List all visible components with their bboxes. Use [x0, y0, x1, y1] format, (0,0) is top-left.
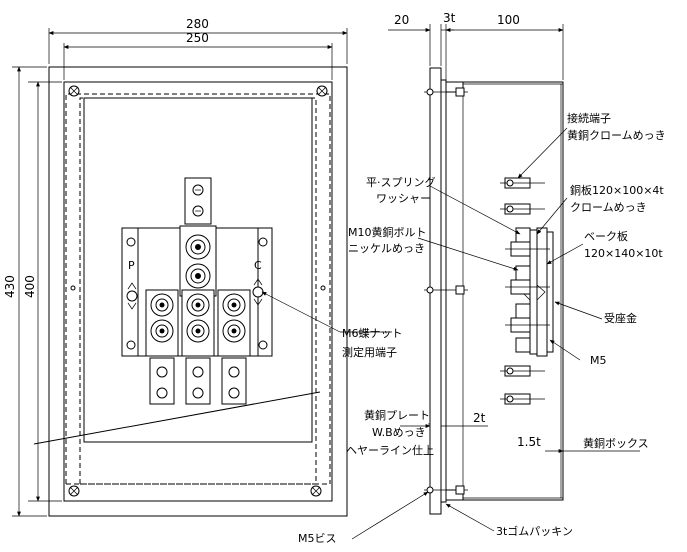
front-plate-inner-border: [63, 81, 333, 502]
dim-width-inner: 250: [186, 31, 209, 45]
svg-text:ヘヤーライン仕上: ヘヤーライン仕上: [346, 444, 434, 457]
svg-text:M5: M5: [590, 354, 607, 367]
corner-screw-top-left: [68, 85, 80, 97]
receiver-callout: 受座金: [554, 301, 637, 325]
dim-thickness-plate: 2t: [473, 411, 486, 425]
copper-plate-callout: 銅板120×100×4t クロームめっき: [536, 183, 664, 235]
side-view: [424, 67, 564, 515]
rubber-packing-callout: 3tゴムパッキン: [445, 503, 573, 538]
front-plate-outer: [48, 66, 348, 517]
svg-text:黄銅プレート: 黄銅プレート: [364, 408, 430, 422]
m6-nut-callout: M6蝶ナット 測定用端子: [261, 291, 403, 359]
svg-text:クロームめっき: クロームめっき: [570, 201, 647, 214]
svg-text:3tゴムパッキン: 3tゴムパッキン: [496, 524, 573, 538]
side-hole-left: [70, 285, 76, 291]
svg-text:M10黄銅ボルト: M10黄銅ボルト: [348, 225, 427, 239]
side-hole-right: [320, 285, 326, 291]
svg-text:ベーク板: ベーク板: [584, 229, 628, 243]
dim-width-outer: 280: [186, 17, 209, 31]
corner-screw-bottom-left: [68, 485, 80, 497]
side-screw-middle: [424, 285, 468, 295]
dim-side-left: 20: [394, 13, 409, 27]
svg-text:黄銅ボックス: 黄銅ボックス: [583, 436, 649, 450]
svg-text:銅板120×100×4t: 銅板120×100×4t: [570, 183, 664, 197]
dim-side-gap: 3t: [443, 11, 456, 25]
dim-height-outer: 430: [3, 275, 17, 298]
dim-height-inner: 400: [23, 275, 37, 298]
washer-callout: 平·スプリング ワッシャー: [366, 175, 521, 235]
front-view: P C: [33, 66, 348, 517]
brass-box-callout: 1.5t 黄銅ボックス: [517, 435, 649, 453]
svg-text:接続端子: 接続端子: [567, 111, 611, 125]
bake-plate-callout: ベーク板 120×140×10t: [546, 229, 663, 265]
svg-text:測定用端子: 測定用端子: [342, 345, 397, 359]
svg-text:受座金: 受座金: [604, 311, 637, 325]
svg-text:ニッケルめっき: ニッケルめっき: [348, 242, 425, 255]
c-terminal-label: C: [254, 259, 262, 272]
svg-text:W.Bめっき: W.Bめっき: [372, 426, 426, 439]
front-box-dashed-outline: [65, 93, 331, 484]
side-bake-plate: [536, 227, 548, 357]
dim-thickness-box: 1.5t: [517, 435, 541, 449]
svg-text:M5ビス: M5ビス: [298, 532, 337, 545]
terminal-block: [121, 177, 273, 405]
side-screw-bottom: [424, 485, 468, 495]
p-terminal-label: P: [128, 259, 135, 272]
svg-text:M6蝶ナット: M6蝶ナット: [342, 326, 403, 340]
side-copper-plate: [529, 229, 538, 355]
svg-text:ワッシャー: ワッシャー: [376, 192, 431, 205]
corner-screw-bottom-right: [310, 485, 322, 497]
svg-text:黄銅クロームめっき: 黄銅クロームめっき: [567, 128, 666, 142]
front-dimensions: 280 250 430 400: [3, 17, 348, 517]
m5-callout: M5: [549, 339, 607, 367]
brass-plate-callout: 黄銅プレート W.Bめっき ヘヤーライン仕上 2t: [346, 408, 488, 457]
side-box: [446, 81, 564, 501]
bolt-callout: M10黄銅ボルト ニッケルめっき: [348, 225, 519, 271]
m5-screw-callout: M5ビス: [298, 491, 429, 545]
svg-text:平·スプリング: 平·スプリング: [366, 175, 436, 189]
side-bolt-stack: [500, 177, 550, 405]
corner-screw-top-right: [316, 85, 328, 97]
side-dimensions: 20 3t 100: [388, 11, 564, 80]
wing-nut-p: [126, 282, 138, 310]
side-packing: [440, 79, 447, 503]
svg-text:120×140×10t: 120×140×10t: [584, 247, 663, 260]
connection-terminal-callout: 接続端子 黄銅クロームめっき: [517, 111, 666, 179]
front-inner-panel: [83, 97, 313, 443]
dim-side-depth: 100: [497, 13, 520, 27]
break-line: [33, 391, 321, 445]
side-screw-top: [424, 87, 468, 97]
